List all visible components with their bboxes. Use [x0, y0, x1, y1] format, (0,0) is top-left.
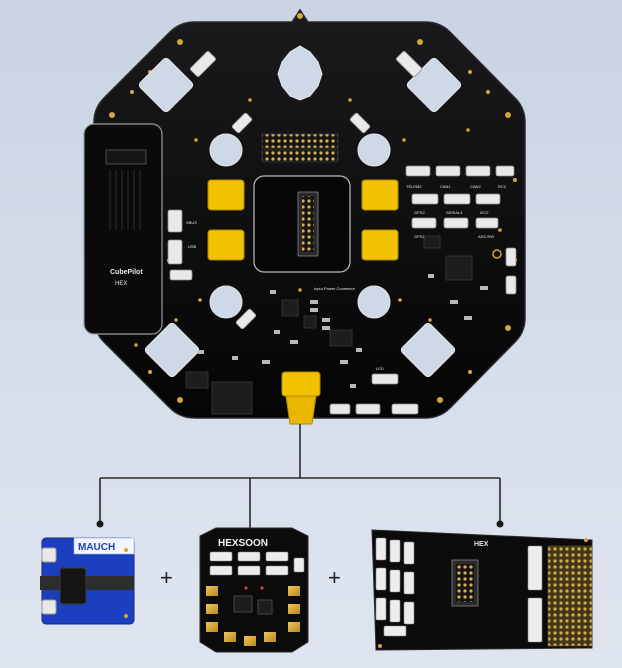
brand-logo: CubePilot — [110, 269, 143, 276]
top-pin-header-row2 — [261, 149, 339, 163]
center-connector-pins — [302, 196, 314, 252]
port-label-telem1: TELEM1 — [166, 258, 182, 263]
port-label-can2: CAN2 — [470, 184, 481, 189]
connector-lines — [99, 424, 501, 528]
hex-logo: HEX — [115, 281, 127, 287]
mauch-power-module: MAUCH — [40, 537, 135, 625]
port-label-sbus: SBUS — [186, 220, 197, 225]
cutouts — [138, 45, 462, 378]
vias — [134, 98, 502, 347]
connector-dots — [96, 520, 504, 528]
port-label-i2c2: I2C2 — [480, 210, 489, 215]
power-label: Input Power Connector — [314, 286, 356, 291]
jst-connectors — [167, 50, 517, 415]
cube-traces — [109, 170, 141, 230]
port-label-gps1: GPS1 — [414, 234, 425, 239]
io-carrier-module: HEX — [371, 529, 593, 651]
top-pin-header — [261, 133, 339, 149]
plus-sign-1: + — [160, 565, 173, 590]
port-label-gps2: GPS2 — [414, 210, 425, 215]
io-module-label: HEX — [474, 541, 489, 548]
hexsoon-label: HEXSOON — [218, 538, 268, 549]
port-label-usb: USB — [188, 244, 197, 249]
motor-connectors — [207, 179, 399, 261]
cube-header — [105, 149, 147, 165]
led-label: LED — [376, 366, 384, 371]
chips — [185, 235, 473, 415]
port-label-can1: CAN1 — [440, 184, 451, 189]
mauch-label: MAUCH — [78, 542, 115, 553]
cube-bay — [83, 123, 163, 335]
port-label-telem2: TELEM2 — [406, 184, 422, 189]
port-label-serial4: SERIAL4 — [446, 210, 463, 215]
port-label-rc2: RC2 — [498, 184, 507, 189]
plus-sign-2: + — [328, 565, 341, 590]
xt60-power-connector — [281, 371, 321, 425]
port-label-adc: ADC/SW — [478, 234, 494, 239]
carrier-board: CubePilot HEX — [83, 8, 526, 425]
hexsoon-pdb-module: HEXSOON — [199, 527, 309, 653]
